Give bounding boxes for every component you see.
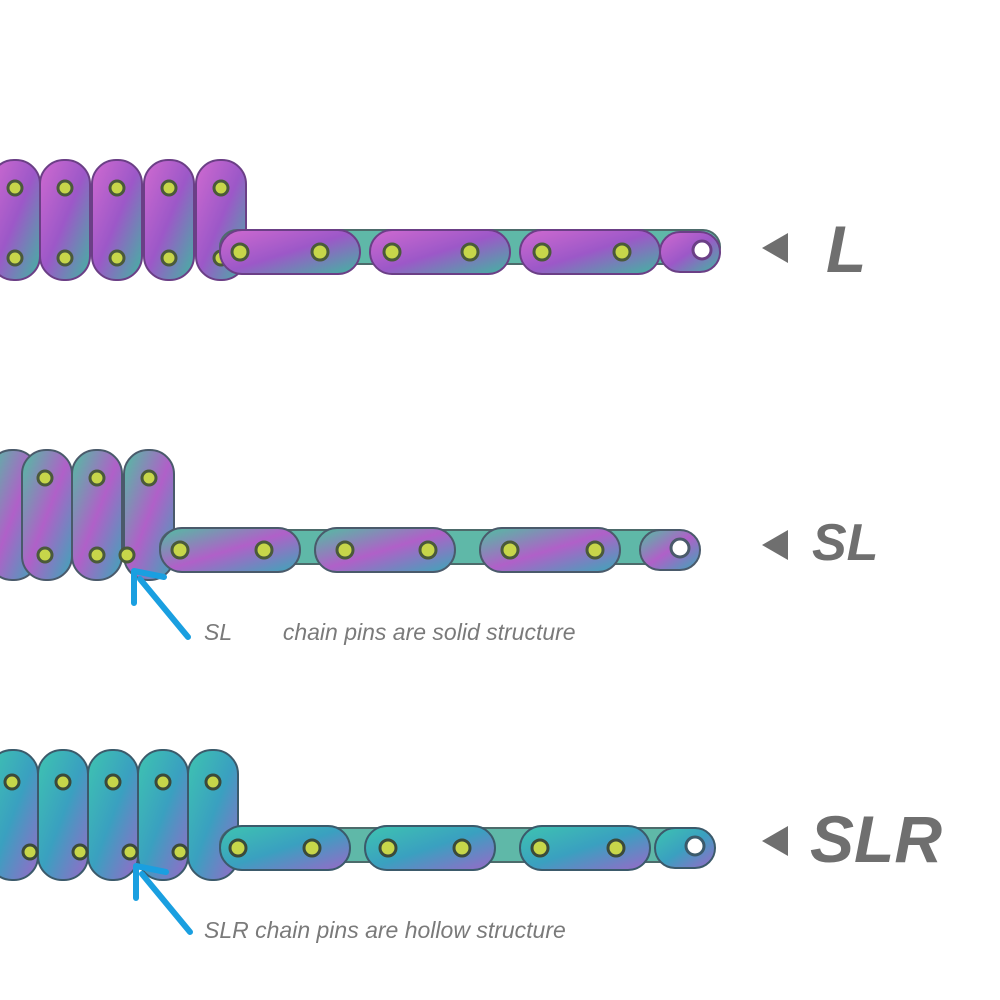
pointer-triangle-sl (762, 530, 788, 560)
pointer-triangle-slr (762, 826, 788, 856)
pointer-triangle-l (762, 233, 788, 263)
note-slr-hollow-pins: SLR chain pins are hollow structure (204, 917, 566, 943)
chain-sl-image (0, 449, 701, 581)
arrow-pointer-sl-icon (131, 568, 191, 640)
label-l: L (826, 212, 867, 286)
chain-slr-image (0, 749, 716, 881)
chain-l-image (0, 159, 721, 281)
label-sl: SL (812, 514, 879, 572)
label-slr: SLR (810, 802, 942, 876)
note-sl-solid-pins: SL chain pins are solid structure (204, 619, 576, 645)
arrow-pointer-slr-icon (133, 863, 193, 935)
